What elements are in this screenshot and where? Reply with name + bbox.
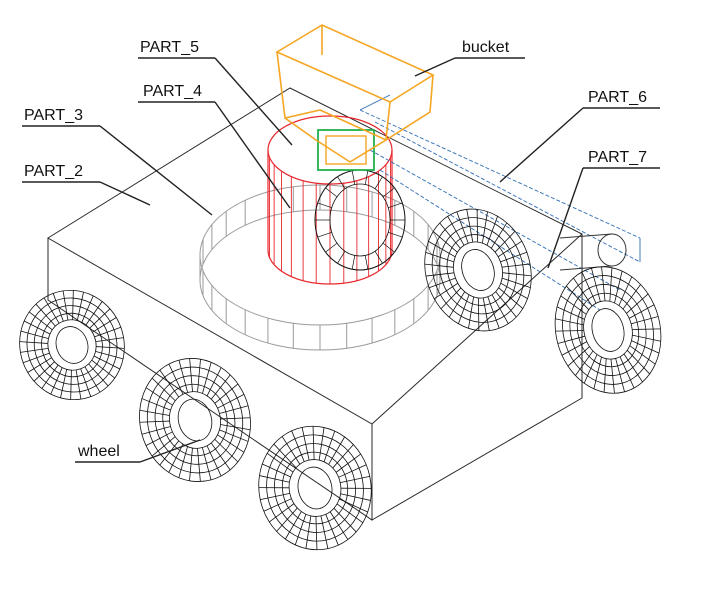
tire-rear-right bbox=[554, 266, 662, 394]
boom-joint bbox=[314, 129, 406, 271]
tire-rear-left bbox=[258, 425, 372, 551]
joint-segment bbox=[325, 242, 338, 253]
label-part5: PART_5 bbox=[140, 39, 199, 56]
joint-segment bbox=[317, 202, 332, 209]
joint-segment bbox=[374, 250, 383, 264]
label-part4: PART_4 bbox=[143, 83, 202, 100]
leader-lines bbox=[22, 57, 660, 463]
joint-segment bbox=[374, 176, 383, 190]
joint-segment bbox=[388, 231, 403, 238]
label-part7: PART_7 bbox=[588, 149, 647, 166]
joint-segment bbox=[337, 176, 346, 190]
joint-segment bbox=[351, 170, 356, 185]
tire-front-left bbox=[19, 289, 125, 401]
joint-segment bbox=[388, 202, 403, 209]
arm-end-cylinder bbox=[559, 233, 627, 271]
label-wheel: wheel bbox=[77, 443, 120, 460]
joint-segment bbox=[325, 187, 338, 198]
part6-arm bbox=[359, 94, 641, 311]
label-part2: PART_2 bbox=[24, 163, 83, 180]
joint-segment bbox=[351, 255, 356, 270]
joint-segment bbox=[337, 250, 346, 264]
joint-segment bbox=[364, 255, 369, 270]
tire-mid-left bbox=[139, 358, 251, 482]
tire-front-right bbox=[424, 208, 532, 332]
joint-segment bbox=[382, 187, 395, 198]
label-bucket: bucket bbox=[462, 39, 510, 56]
label-part3: PART_3 bbox=[24, 107, 83, 124]
joint-segment bbox=[364, 170, 369, 185]
joint-segment bbox=[382, 242, 395, 253]
bucket-shape bbox=[275, 24, 435, 163]
turntable-ring bbox=[199, 184, 441, 351]
label-part6: PART_6 bbox=[588, 89, 647, 106]
body-box bbox=[47, 87, 583, 521]
tires-group bbox=[19, 208, 662, 551]
joint-segment bbox=[317, 231, 332, 238]
part5-cylinder bbox=[267, 115, 393, 285]
